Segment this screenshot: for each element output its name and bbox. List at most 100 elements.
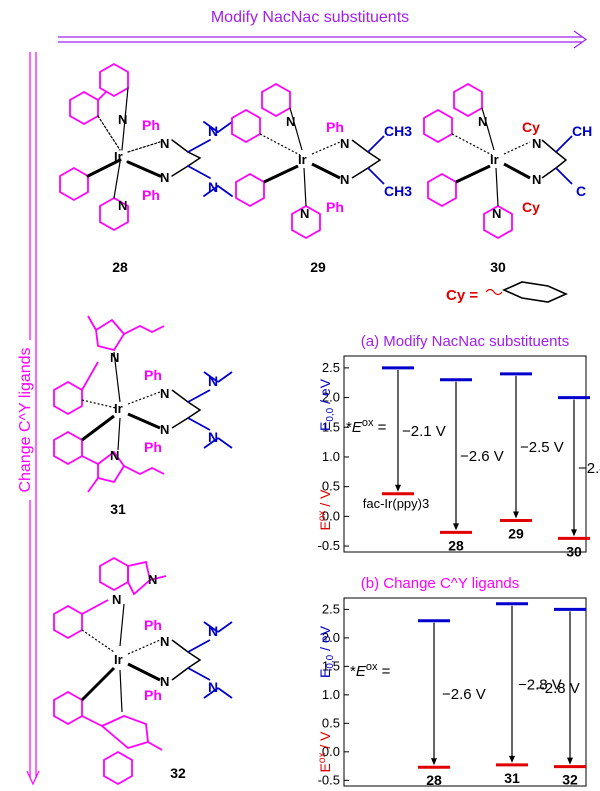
y-tick-label: -0.5 xyxy=(318,538,340,553)
svg-text:N: N xyxy=(160,170,169,185)
category-label: fac-Ir(ppy)3 xyxy=(363,496,429,511)
ph-label: Ph xyxy=(142,117,160,133)
chart-a-title: (a) Modify NacNac substituents xyxy=(361,333,569,350)
svg-text:N: N xyxy=(340,172,349,187)
svg-text:N: N xyxy=(112,592,121,607)
category-label: 28 xyxy=(448,537,464,553)
y-tick-label: 1.0 xyxy=(322,449,340,464)
plot-frame xyxy=(343,355,587,553)
y-tick-label: 1.5 xyxy=(322,419,340,434)
compound-29-label: 29 xyxy=(310,259,326,275)
svg-text:N: N xyxy=(532,136,541,151)
arrow-head xyxy=(395,484,401,492)
top-arrow-label: Modify NacNac substituents xyxy=(211,9,409,26)
estar-value: −2.6 V xyxy=(460,448,504,465)
ph-label: Ph xyxy=(142,187,160,203)
svg-text:N: N xyxy=(160,386,169,401)
category-label: 29 xyxy=(508,526,524,542)
y-tick-label: 2.5 xyxy=(322,360,340,375)
arrow-head xyxy=(509,755,515,763)
svg-text:N: N xyxy=(532,172,541,187)
y-tick-label: 0.0 xyxy=(322,508,340,523)
ph-label: Ph xyxy=(144,687,162,703)
ch3-label: CH3 xyxy=(384,183,412,199)
svg-text:N: N xyxy=(286,114,295,129)
cy-label: Cy xyxy=(522,199,540,215)
structure-29 xyxy=(231,82,385,240)
cyclohexyl-icon xyxy=(485,281,568,303)
arrow-head xyxy=(567,757,573,765)
ph-label: Ph xyxy=(326,199,344,215)
y-axis-label-eox: Eox / V xyxy=(317,489,333,531)
y-tick-label: 0.0 xyxy=(322,744,340,759)
svg-text:N: N xyxy=(160,674,169,689)
svg-text:N: N xyxy=(110,448,119,463)
estar-label: *Eox = xyxy=(350,661,391,680)
svg-text:Ir: Ir xyxy=(114,401,123,416)
svg-text:N: N xyxy=(148,572,157,587)
y-tick-label: 2.0 xyxy=(322,630,340,645)
compound-32-label: 32 xyxy=(170,765,186,781)
category-label: 32 xyxy=(562,772,578,788)
estar-value: −2.8 V xyxy=(536,680,580,697)
category-label: 28 xyxy=(426,772,442,788)
estar-value: −2.6 V xyxy=(442,686,486,703)
svg-text:N: N xyxy=(208,123,218,139)
side-arrow-label: Change C^Y ligands xyxy=(17,347,34,492)
arrow-head xyxy=(513,511,519,519)
y-tick-label: 0.5 xyxy=(322,479,340,494)
estar-value: −2.4 V xyxy=(578,460,600,477)
arrow-head xyxy=(571,529,577,537)
structure-30 xyxy=(423,82,573,240)
svg-text:N: N xyxy=(208,623,218,639)
y-tick-label: 0.5 xyxy=(322,715,340,730)
cy-legend: Cy = xyxy=(446,287,478,304)
y-axis-label-eox: Eox / V xyxy=(317,731,333,773)
ph-label: Ph xyxy=(144,617,162,633)
estar-value: −2.5 V xyxy=(520,439,564,456)
structure-31 xyxy=(53,315,233,493)
plot-frame xyxy=(343,597,587,787)
ph-label: Ph xyxy=(144,439,162,455)
y-tick-label: 1.5 xyxy=(322,658,340,673)
top-arrow xyxy=(58,30,588,49)
svg-text:N: N xyxy=(208,373,218,389)
ch3-label: CH3 xyxy=(384,123,412,139)
svg-text:N: N xyxy=(300,206,309,221)
structure-32 xyxy=(53,556,233,786)
svg-text:N: N xyxy=(160,422,169,437)
svg-text:N: N xyxy=(118,112,127,127)
svg-text:N: N xyxy=(208,179,218,195)
category-label: 30 xyxy=(566,543,582,559)
y-tick-label: 1.0 xyxy=(322,687,340,702)
arrow-head xyxy=(453,523,459,531)
svg-text:N: N xyxy=(492,206,501,221)
estar-value: −2.1 V xyxy=(402,423,446,440)
svg-text:N: N xyxy=(118,198,127,213)
svg-text:N: N xyxy=(208,429,218,445)
y-tick-label: 2.5 xyxy=(322,601,340,616)
cy-label: Cy xyxy=(522,119,540,135)
svg-text:N: N xyxy=(478,114,487,129)
estar-value: −2.8 V xyxy=(518,676,562,693)
svg-text:N: N xyxy=(110,350,119,365)
svg-text:N: N xyxy=(160,634,169,649)
ph-label: Ph xyxy=(326,119,344,135)
svg-text:N: N xyxy=(208,679,218,695)
svg-text:Ir: Ir xyxy=(114,652,123,667)
category-label: 31 xyxy=(504,770,520,786)
chart-b-title: (b) Change C^Y ligands xyxy=(361,575,520,592)
compound-31-label: 31 xyxy=(110,501,126,517)
svg-text:Ir: Ir xyxy=(490,152,499,167)
compound-28-label: 28 xyxy=(112,259,128,275)
ph-label: Ph xyxy=(144,367,162,383)
svg-text:N: N xyxy=(160,136,169,151)
svg-text:Ir: Ir xyxy=(298,152,307,167)
structure-28 xyxy=(59,62,233,232)
y-tick-label: 2.0 xyxy=(322,390,340,405)
svg-text:CH: CH xyxy=(572,123,592,139)
compound-30-label: 30 xyxy=(490,259,506,275)
